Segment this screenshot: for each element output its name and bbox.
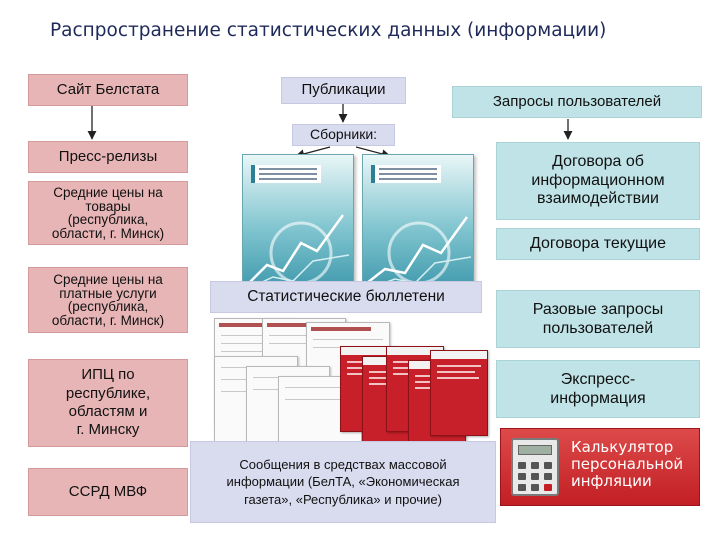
prices-goods-line-4: области, г. Минск) [51,225,165,241]
page-title: Распространение статистических данных (и… [50,20,607,41]
box-prices-services: Средние цены на платные услуги (республи… [28,267,188,333]
media-line-3: газета», «Республика» и прочие) [244,491,442,507]
cpi-line-1: ИПЦ по [81,366,135,384]
box-ssrd: ССРД МВФ [28,468,188,516]
express-line-1: Экспресс- [560,370,636,388]
book-graph-icon [246,214,350,290]
box-express: Экспресс- информация [496,360,700,418]
calculator-line-2: персональной [571,454,684,473]
box-agreements-current-label: Договора текущие [530,235,666,253]
calculator-label: Калькулятор персональной инфляции [571,439,699,490]
box-bulletins: Статистические бюллетени [210,281,482,313]
prices-goods-line-1: Средние цены на [53,185,163,200]
box-bulletins-label: Статистические бюллетени [247,288,445,306]
collection-book-cover-icon [242,154,354,292]
prices-services-line-1: Средние цены на [53,272,163,287]
collection-book-cover-icon [362,154,474,292]
box-site: Сайт Белстата [28,74,188,106]
media-line-1: Сообщения в средствах массовой [239,456,447,472]
agreements-info-line-2: информационном [531,171,665,189]
prices-services-line-2: платные услуги [59,285,157,301]
box-single-requests: Разовые запросы пользователей [496,290,700,348]
box-site-label: Сайт Белстата [56,80,160,98]
single-requests-line-1: Разовые запросы [532,300,664,318]
prices-services-line-4: области, г. Минск) [51,312,165,328]
box-collections-label: Сборники: [309,126,378,143]
prices-goods-line-3: (республика, [67,212,149,227]
prices-services-line-3: (республика, [67,299,149,314]
cpi-line-3: областям и [68,403,148,420]
box-publications-label: Публикации [301,81,386,99]
box-media: Сообщения в средствах массовой информаци… [190,441,496,523]
box-collections: Сборники: [292,124,395,146]
box-requests: Запросы пользователей [452,86,702,118]
box-prices-goods: Средние цены на товары (республика, обла… [28,181,188,245]
box-agreements-current: Договора текущие [496,228,700,260]
prices-goods-line-2: товары [85,198,131,214]
box-cpi: ИПЦ по республике, областям и г. Минску [28,359,188,447]
agreements-info-line-3: взаимодействии [537,190,659,208]
single-requests-line-2: пользователей [542,320,654,337]
inflation-calculator-banner: Калькулятор персональной инфляции [500,428,700,506]
cpi-line-4: г. Минску [76,421,140,439]
box-press-label: Пресс-релизы [58,147,158,165]
express-line-2: информация [550,390,646,407]
calculator-line-3: инфляции [571,471,652,490]
calculator-icon [511,438,559,496]
media-line-2: информации (БелТА, «Экономическая [226,474,460,490]
calculator-line-1: Калькулятор [571,438,674,456]
box-ssrd-label: ССРД МВФ [68,482,148,500]
box-agreements-info: Договора об информационном взаимодействи… [496,142,700,220]
box-press-releases: Пресс-релизы [28,141,188,173]
book-graph-icon [366,216,472,290]
cpi-line-2: республике, [65,384,151,402]
agreements-info-line-1: Договора об [552,153,644,171]
box-requests-label: Запросы пользователей [492,92,662,110]
box-publications: Публикации [281,77,406,104]
